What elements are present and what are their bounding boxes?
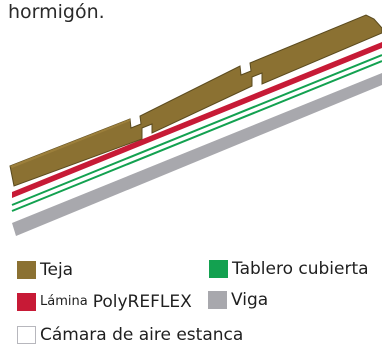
legend-label-lamina-prefix: Lámina — [40, 294, 88, 309]
teja-layer — [9, 14, 382, 187]
lamina-layer — [12, 42, 382, 198]
viga-swatch — [208, 291, 227, 309]
legend-label-viga: Viga — [231, 290, 269, 310]
tablero-swatch — [209, 260, 228, 278]
legend-item-lamina: Lámina PolyREFLEX — [17, 291, 192, 313]
viga-layer — [12, 73, 382, 236]
legend-label-camara: Cámara de aire estanca — [40, 325, 244, 345]
teja-swatch — [17, 261, 36, 279]
legend-label-teja: Teja — [40, 260, 74, 280]
legend-label-lamina-brand: PolyREFLEX — [92, 292, 192, 312]
lamina-swatch — [17, 293, 36, 311]
legend-item-camara: Cámara de aire estanca — [17, 324, 243, 346]
legend-item-viga: Viga — [208, 289, 268, 311]
tablero-line-lower — [11, 60, 382, 212]
tablero-line-upper — [11, 54, 382, 206]
legend-item-tablero: Tablero cubierta — [209, 258, 369, 280]
legend-label-tablero: Tablero cubierta — [232, 259, 369, 279]
caption-text: hormigón. — [8, 1, 105, 23]
roof-layers-illustration — [9, 14, 382, 236]
teja-top-shade — [10, 119, 130, 168]
camara-swatch — [17, 326, 36, 344]
legend-item-teja: Teja — [17, 259, 73, 281]
